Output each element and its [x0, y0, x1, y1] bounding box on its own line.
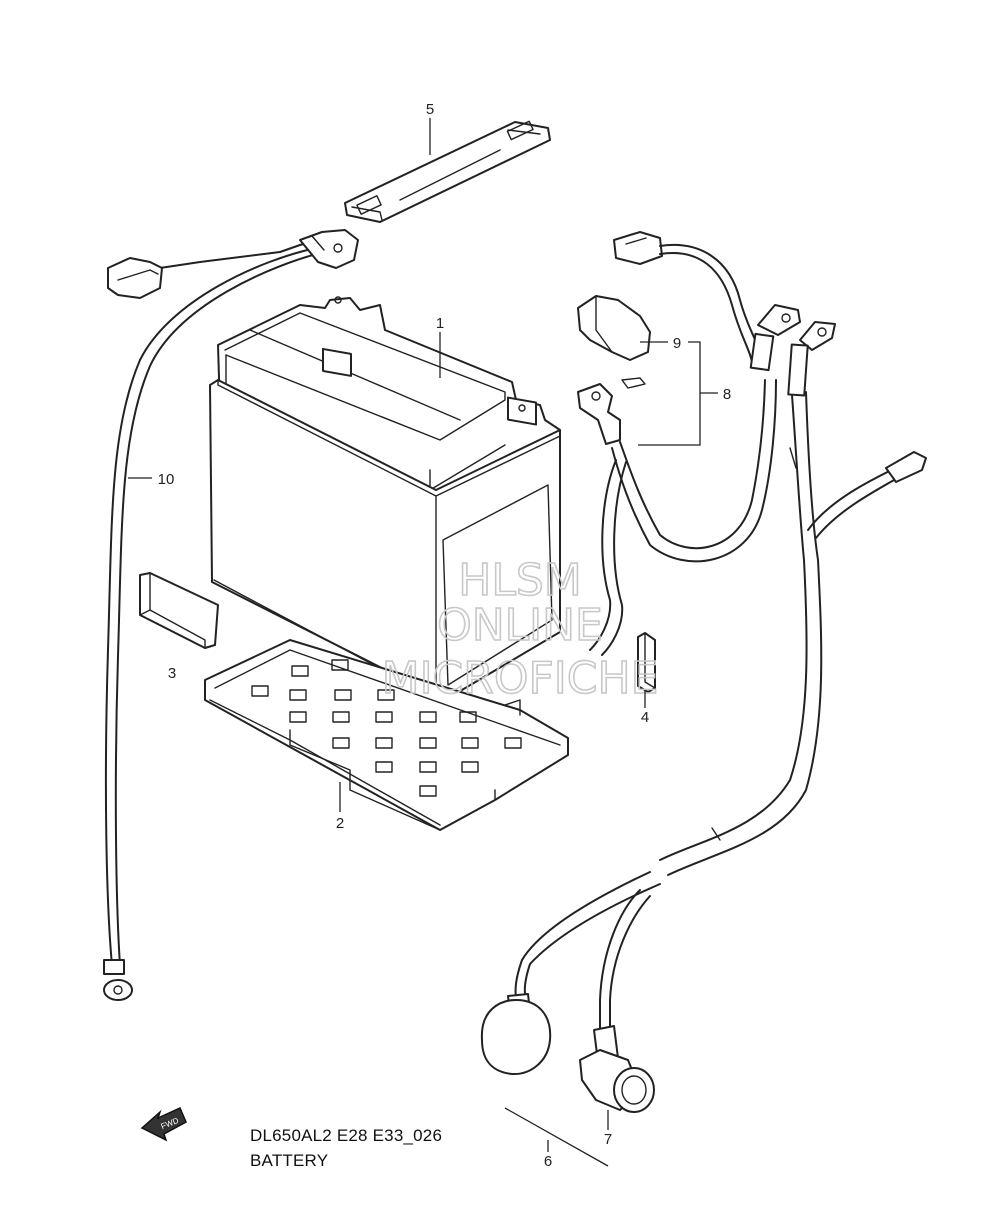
- harness: [514, 231, 927, 1031]
- watermark-line-3: MICROFICHE: [382, 653, 659, 704]
- callout-2: 2: [336, 815, 344, 832]
- callout-10: 10: [158, 471, 175, 488]
- small-pad: [637, 632, 656, 693]
- battery-strap: [344, 120, 551, 223]
- watermark-line-2: ONLINE: [437, 600, 603, 651]
- terminal-cover: [577, 295, 651, 389]
- battery-pad: [139, 572, 219, 649]
- callout-1: 1: [436, 315, 444, 332]
- battery: [209, 296, 561, 701]
- lead-wire: [103, 229, 359, 1001]
- watermark: HLSM ONLINE MICROFICHE: [381, 554, 659, 705]
- terminal-boot-6: [480, 993, 552, 1076]
- section-title: BATTERY: [250, 1151, 329, 1170]
- forward-arrow-icon: FWD: [140, 1107, 187, 1142]
- callouts: 5 1 10 3 2 4 9 8 6 7: [158, 101, 732, 1170]
- callout-9: 9: [673, 335, 681, 352]
- watermark-line-1: HLSM: [458, 555, 582, 606]
- callout-8: 8: [723, 386, 731, 403]
- leader-lines: [128, 118, 718, 1167]
- model-code: DL650AL2 E28 E33_026: [250, 1126, 443, 1145]
- callout-6: 6: [544, 1153, 552, 1170]
- battery-tray: [204, 639, 569, 831]
- callout-3: 3: [168, 665, 176, 682]
- callout-4: 4: [641, 709, 649, 726]
- tray-slots: [251, 659, 522, 797]
- terminal-boot-7: [579, 1025, 655, 1113]
- callout-7: 7: [604, 1131, 612, 1148]
- callout-5: 5: [426, 101, 434, 118]
